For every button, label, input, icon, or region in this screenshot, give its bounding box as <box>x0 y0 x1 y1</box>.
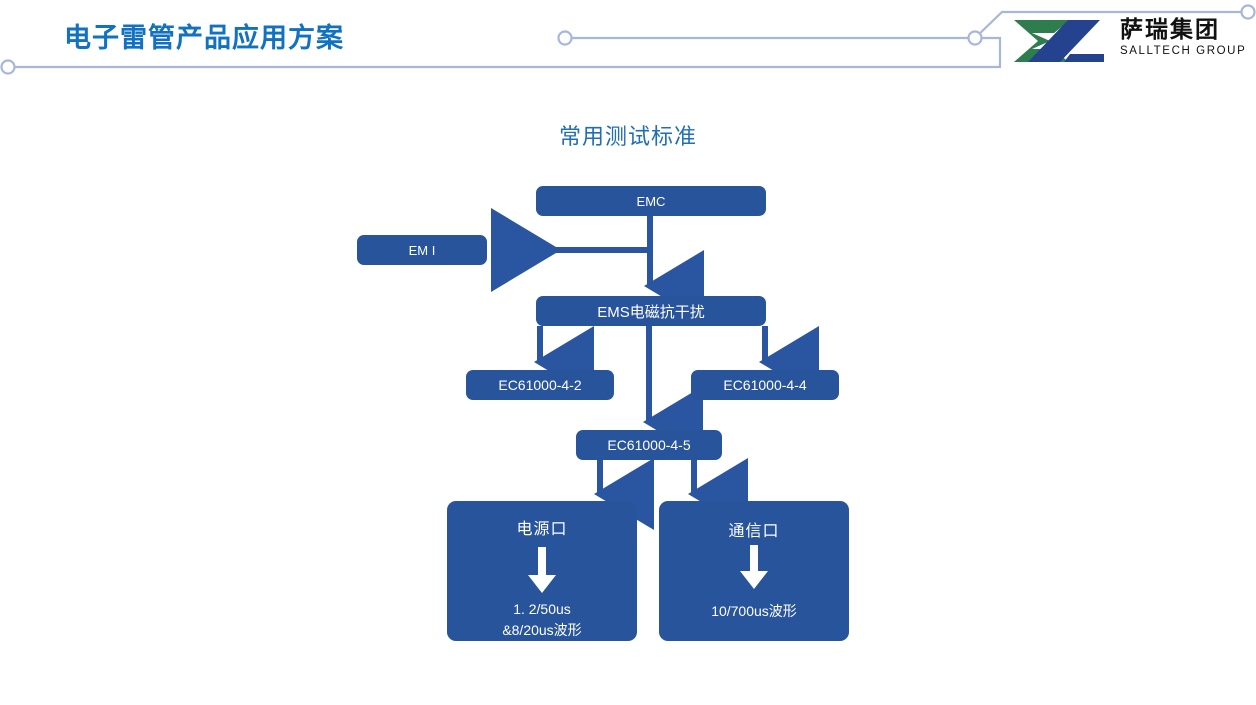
down-arrow-icon <box>528 547 556 593</box>
node-comm-port-line1: 10/700us波形 <box>711 603 797 619</box>
header-decoration-line <box>0 4 1256 75</box>
section-heading: 常用测试标准 <box>558 124 697 149</box>
node-comm-port-title: 通信口 <box>728 523 780 540</box>
node-power-port-line2: &8/20us波形 <box>502 622 582 638</box>
node-iec61000-4-4-label: EC61000-4-4 <box>723 377 807 393</box>
node-iec61000-4-4[interactable]: EC61000-4-4 <box>691 370 839 400</box>
node-emi[interactable]: EM I <box>357 235 487 265</box>
down-arrow-icon <box>740 545 768 589</box>
node-iec61000-4-5[interactable]: EC61000-4-5 <box>576 430 722 460</box>
node-power-port[interactable]: 电源口 1. 2/50us &8/20us波形 <box>447 501 637 641</box>
salltech-logo-mark-icon <box>1014 20 1104 62</box>
brand-logo: 萨瑞集团 SALLTECH GROUP <box>1008 16 1248 70</box>
node-iec61000-4-2[interactable]: EC61000-4-2 <box>466 370 614 400</box>
node-comm-port[interactable]: 通信口 10/700us波形 <box>659 501 849 641</box>
node-iec61000-4-5-label: EC61000-4-5 <box>607 437 691 453</box>
node-emc-label: EMC <box>636 193 666 209</box>
node-ems[interactable]: EMS电磁抗干扰 <box>536 296 766 326</box>
page-title: 电子雷管产品应用方案 <box>64 23 344 53</box>
page-header: 电子雷管产品应用方案 萨瑞集团 SALLTECH GROUP <box>0 0 1256 90</box>
node-power-port-waveform: 1. 2/50us &8/20us波形 <box>502 599 581 641</box>
node-iec61000-4-2-label: EC61000-4-2 <box>498 377 582 393</box>
node-ems-label: EMS电磁抗干扰 <box>597 303 705 321</box>
node-emi-label: EM I <box>408 242 436 258</box>
brand-name-cn: 萨瑞集团 <box>1120 16 1220 42</box>
node-power-port-title: 电源口 <box>516 521 568 538</box>
brand-name-en: SALLTECH GROUP <box>1120 45 1247 57</box>
node-emc[interactable]: EMC <box>536 186 766 216</box>
node-comm-port-waveform: 10/700us波形 <box>711 601 797 622</box>
node-power-port-line1: 1. 2/50us <box>513 601 571 617</box>
brand-logo-text: 萨瑞集团 SALLTECH GROUP <box>1120 16 1250 58</box>
